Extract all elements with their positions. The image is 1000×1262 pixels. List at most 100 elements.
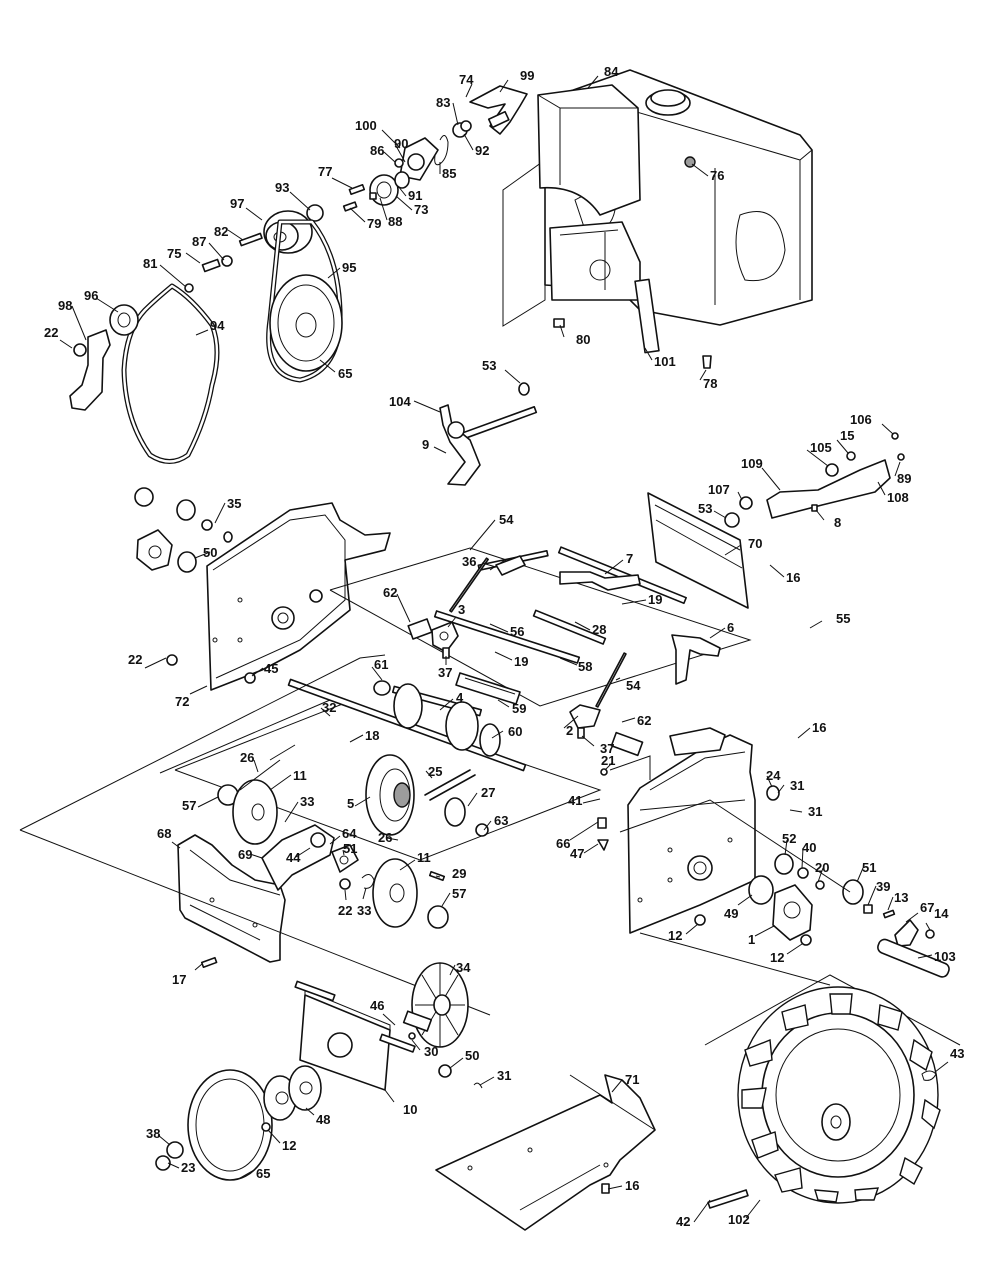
- callout: 83: [436, 95, 450, 110]
- belt-drive-assembly: [69, 85, 528, 464]
- callout: 16: [625, 1178, 639, 1193]
- callout: 67: [920, 900, 934, 915]
- callout: 43: [950, 1046, 964, 1061]
- callout: 64: [342, 826, 357, 841]
- callout: 104: [389, 394, 411, 409]
- callout: 51: [862, 860, 876, 875]
- callout: 103: [934, 949, 956, 964]
- callout: 51: [343, 841, 357, 856]
- callout: 27: [481, 785, 495, 800]
- callout: 16: [812, 720, 826, 735]
- callout: 18: [365, 728, 379, 743]
- callout: 71: [625, 1072, 639, 1087]
- callout: 105: [810, 440, 832, 455]
- callout: 45: [264, 661, 278, 676]
- callout: 5: [347, 796, 354, 811]
- callout: 3: [458, 602, 465, 617]
- callout: 4: [456, 690, 464, 705]
- callout: 54: [499, 512, 514, 527]
- callout: 72: [175, 694, 189, 709]
- callout: 24: [766, 768, 781, 783]
- callout: 23: [181, 1160, 195, 1175]
- callout: 15: [840, 428, 854, 443]
- callout: 63: [494, 813, 508, 828]
- callout: 107: [708, 482, 730, 497]
- callout: 73: [414, 202, 428, 217]
- callout: 88: [388, 214, 402, 229]
- callout: 31: [808, 804, 822, 819]
- callout: 60: [508, 724, 522, 739]
- right-bracket-assembly: [647, 432, 905, 609]
- callout: 81: [143, 256, 157, 271]
- callout: 8: [834, 515, 841, 530]
- callout: 55: [836, 611, 850, 626]
- callout: 25: [428, 764, 442, 779]
- callout: 94: [210, 318, 225, 333]
- callout: 10: [403, 1102, 417, 1117]
- callout: 31: [790, 778, 804, 793]
- callout: 77: [318, 164, 332, 179]
- callout: 108: [887, 490, 909, 505]
- callout: 11: [417, 850, 431, 865]
- callout: 85: [442, 166, 456, 181]
- callout: 66: [556, 836, 570, 851]
- callout: 44: [286, 850, 301, 865]
- callout: 68: [157, 826, 171, 841]
- callout: 62: [637, 713, 651, 728]
- callout: 22: [44, 325, 58, 340]
- callout: 75: [167, 246, 181, 261]
- callout: 50: [203, 545, 217, 560]
- callout: 69: [238, 847, 252, 862]
- callout: 95: [342, 260, 356, 275]
- callout: 32: [322, 700, 336, 715]
- callout: 22: [338, 903, 352, 918]
- callout: 106: [850, 412, 872, 427]
- callout: 93: [275, 180, 289, 195]
- callout: 84: [604, 64, 619, 79]
- callout: 89: [897, 471, 911, 486]
- callout-labels: 74 99 84 83 100 86 90 92 85 76 77 91 93 …: [44, 64, 964, 1229]
- callout: 6: [727, 620, 734, 635]
- callout: 59: [512, 701, 526, 716]
- callout: 87: [192, 234, 206, 249]
- callout: 80: [576, 332, 590, 347]
- callout: 1: [748, 932, 755, 947]
- callout: 41: [568, 793, 582, 808]
- callout: 36: [462, 554, 476, 569]
- callout: 99: [520, 68, 534, 83]
- callout: 42: [676, 1214, 690, 1229]
- callout: 26: [240, 750, 254, 765]
- callout: 20: [815, 860, 829, 875]
- callout: 109: [741, 456, 763, 471]
- callout: 90: [394, 136, 408, 151]
- callout: 100: [355, 118, 377, 133]
- callout: 101: [654, 354, 676, 369]
- callout: 39: [876, 879, 890, 894]
- callout: 12: [770, 950, 784, 965]
- callout: 16: [786, 570, 800, 585]
- callout: 97: [230, 196, 244, 211]
- callout: 26: [378, 830, 392, 845]
- center-shaft-assembly: [329, 546, 752, 757]
- callout: 33: [300, 794, 314, 809]
- callout: 14: [934, 906, 949, 921]
- impeller-housing-assembly: [155, 962, 483, 1181]
- callout: 74: [459, 72, 474, 87]
- callout: 57: [182, 798, 196, 813]
- engine-assembly: [502, 69, 813, 369]
- wheel-assembly: [704, 974, 961, 1209]
- callout: 13: [894, 890, 908, 905]
- callout: 9: [422, 437, 429, 452]
- callout: 17: [172, 972, 186, 987]
- callout: 29: [452, 866, 466, 881]
- callout: 47: [570, 846, 584, 861]
- left-lower-plate: [19, 654, 491, 1016]
- callout: 53: [698, 501, 712, 516]
- callout: 21: [601, 753, 615, 768]
- callout: 33: [357, 903, 371, 918]
- callout: 52: [782, 831, 796, 846]
- callout: 61: [374, 657, 388, 672]
- callout: 62: [383, 585, 397, 600]
- callout: 7: [626, 551, 633, 566]
- callout: 79: [367, 216, 381, 231]
